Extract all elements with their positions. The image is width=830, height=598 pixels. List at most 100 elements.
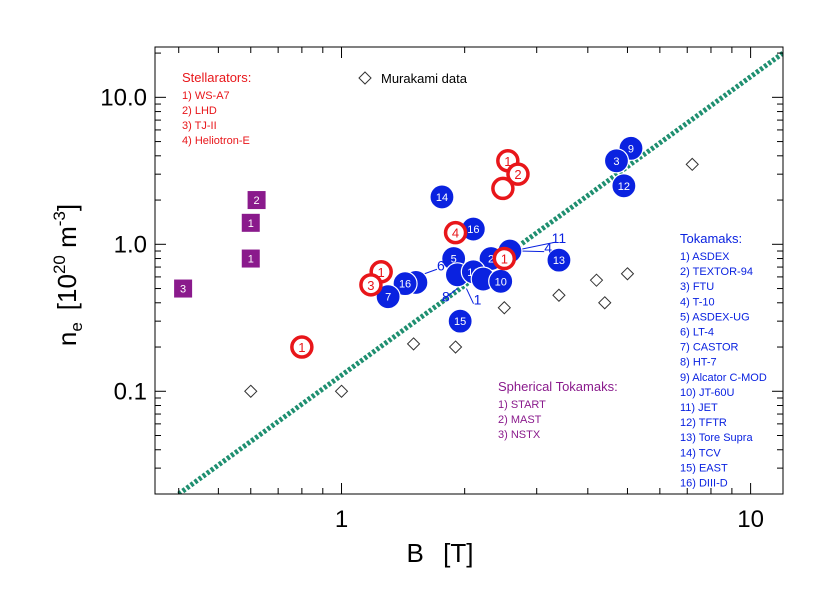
annotation-label-2: 1 xyxy=(474,292,482,308)
spherical-point-label-3: 3 xyxy=(180,284,186,296)
y-tick-label-1: 1.0 xyxy=(114,231,147,258)
stellarator-legend-item: 3) TJ-II xyxy=(182,120,217,132)
spherical-point-label-2: 1 xyxy=(248,254,254,266)
murakami-point-0 xyxy=(244,384,258,398)
tokamak-legend-item: 1) ASDEX xyxy=(680,251,730,263)
tokamak-point-label-6: 2 xyxy=(488,254,494,266)
stellarator-point-label-0: 1 xyxy=(298,340,305,355)
tokamak-legend-item: 5) ASDEX-UG xyxy=(680,311,750,323)
tokamak-legend-item: 13) Tore Supra xyxy=(680,432,753,444)
tokamak-point-3 xyxy=(429,184,455,210)
y-tick-label-0: 0.1 xyxy=(114,378,147,405)
tokamak-legend-item: 7) CASTOR xyxy=(680,342,739,354)
stellarator-point-0 xyxy=(290,335,314,359)
stellarator-point-label-1: 1 xyxy=(378,265,385,280)
murakami-legend-label: Murakami data xyxy=(381,71,468,86)
tokamak-legend-item: 14) TCV xyxy=(680,447,721,459)
annotation-label-4: 11 xyxy=(552,230,567,246)
tokamak-point-label-1: 16 xyxy=(399,279,411,291)
murakami-point-2 xyxy=(406,337,421,351)
axis-labels: B [T] ne[1020 m-3] xyxy=(50,204,473,568)
x-axis-label-main: B xyxy=(407,538,424,568)
y-axis-label-main: n xyxy=(52,332,82,346)
murakami-point-9 xyxy=(685,157,699,172)
tokamak-legend-title: Tokamaks: xyxy=(680,231,742,246)
tokamak-point-label-13: 15 xyxy=(454,316,466,328)
tokamak-point-16 xyxy=(611,173,637,199)
y-tick-label-2: 10.0 xyxy=(100,84,147,111)
y-axis-label-sup1: 20 xyxy=(50,255,69,274)
axes: 1 10 0.1 1.0 10.0 xyxy=(100,46,784,533)
murakami-point-3 xyxy=(448,340,463,354)
stellarator-point-3 xyxy=(443,220,468,245)
tokamak-legend-item: 15) EAST xyxy=(680,462,728,474)
tokamak-legend-item: 12) TFTR xyxy=(680,417,727,429)
annotation-leader-2 xyxy=(465,288,474,304)
tokamak-legend-item: 16) DIII-D xyxy=(680,478,728,490)
tokamak-legend-item: 3) FTU xyxy=(680,281,714,293)
annotation-leader-1 xyxy=(441,288,458,302)
tokamak-point-label-15: 3 xyxy=(613,156,619,168)
annotation-label-0: 6 xyxy=(437,257,445,273)
stellarator-point-2 xyxy=(359,273,383,297)
spherical-point-3 xyxy=(174,279,193,298)
stellarator-point-label-4: 1 xyxy=(504,154,511,169)
annotation-label-3: 4 xyxy=(544,240,552,256)
y-axis-label-open: [10 xyxy=(52,274,82,310)
tokamak-legend-item: 9) Alcator C-MOD xyxy=(680,372,767,384)
spherical-point-label-0: 2 xyxy=(254,195,260,207)
tokamak-legend-item: 8) HT-7 xyxy=(680,357,717,369)
plot-frame xyxy=(154,46,784,495)
tokamak-point-label-2: 7 xyxy=(385,292,391,304)
murakami-point-5 xyxy=(552,288,566,302)
stellarator-legend-item: 1) WS-A7 xyxy=(182,90,230,102)
tokamak-point-label-4: 16 xyxy=(467,224,479,236)
spherical-legend-item: 1) START xyxy=(498,399,546,411)
x-axis-label-unit: [T] xyxy=(443,538,473,568)
annotation-leader-4 xyxy=(519,241,556,251)
annotation-leader-3 xyxy=(519,250,545,253)
tokamak-point-12 xyxy=(546,247,572,273)
tokamak-point-label-16: 12 xyxy=(618,181,630,193)
stellarator-point-label-2: 3 xyxy=(367,278,374,293)
tokamak-point-label-5: 5 xyxy=(451,254,457,266)
tokamak-point-label-12: 13 xyxy=(553,255,565,267)
y-axis-label-sub: e xyxy=(67,322,86,331)
murakami-point-6 xyxy=(589,273,604,287)
tokamak-point-1 xyxy=(392,271,418,297)
stellarator-point-6 xyxy=(491,176,515,201)
spherical-legend-item: 2) MAST xyxy=(498,414,542,426)
murakami-point-7 xyxy=(598,296,612,310)
x-tick-label-0: 1 xyxy=(335,506,348,533)
spherical-point-1 xyxy=(241,213,260,232)
tokamak-point-label-14: 9 xyxy=(628,143,634,155)
tokamak-legend-item: 10) JT-60U xyxy=(680,387,734,399)
annotation-label-1: 8 xyxy=(442,289,450,305)
tokamak-legend-item: 6) LT-4 xyxy=(680,327,714,339)
stellarator-legend-item: 4) Heliotron-E xyxy=(182,135,250,147)
murakami-legend-marker xyxy=(358,71,372,85)
plot-content: 16714165216101315931211341212113681411 xyxy=(174,51,783,494)
y-axis-label: ne[1020 m-3] xyxy=(50,204,86,346)
spherical-legend-item: 3) NSTX xyxy=(498,429,541,441)
tokamak-point-13 xyxy=(447,308,473,334)
murakami-point-4 xyxy=(497,301,512,315)
murakami-point-1 xyxy=(334,384,349,398)
y-axis-label-sup2: -3 xyxy=(50,211,69,226)
tokamak-legend-item: 2) TEXTOR-94 xyxy=(680,266,753,278)
stellarator-point-7 xyxy=(492,246,517,271)
tokamak-point-label-3: 14 xyxy=(436,192,448,204)
stellarator-point-label-5: 2 xyxy=(514,167,521,182)
tokamak-point-15 xyxy=(603,148,630,174)
spherical-point-2 xyxy=(241,249,260,268)
stellarator-point-label-3: 4 xyxy=(452,226,459,241)
x-tick-label-1: 10 xyxy=(737,506,764,533)
stellarator-point-label-7: 1 xyxy=(501,252,508,267)
tokamak-legend-item: 11) JET xyxy=(680,402,718,414)
spherical-point-label-1: 1 xyxy=(248,218,254,230)
stellarator-legend-title: Stellarators: xyxy=(182,70,251,85)
x-axis-label: B [T] xyxy=(407,538,474,568)
